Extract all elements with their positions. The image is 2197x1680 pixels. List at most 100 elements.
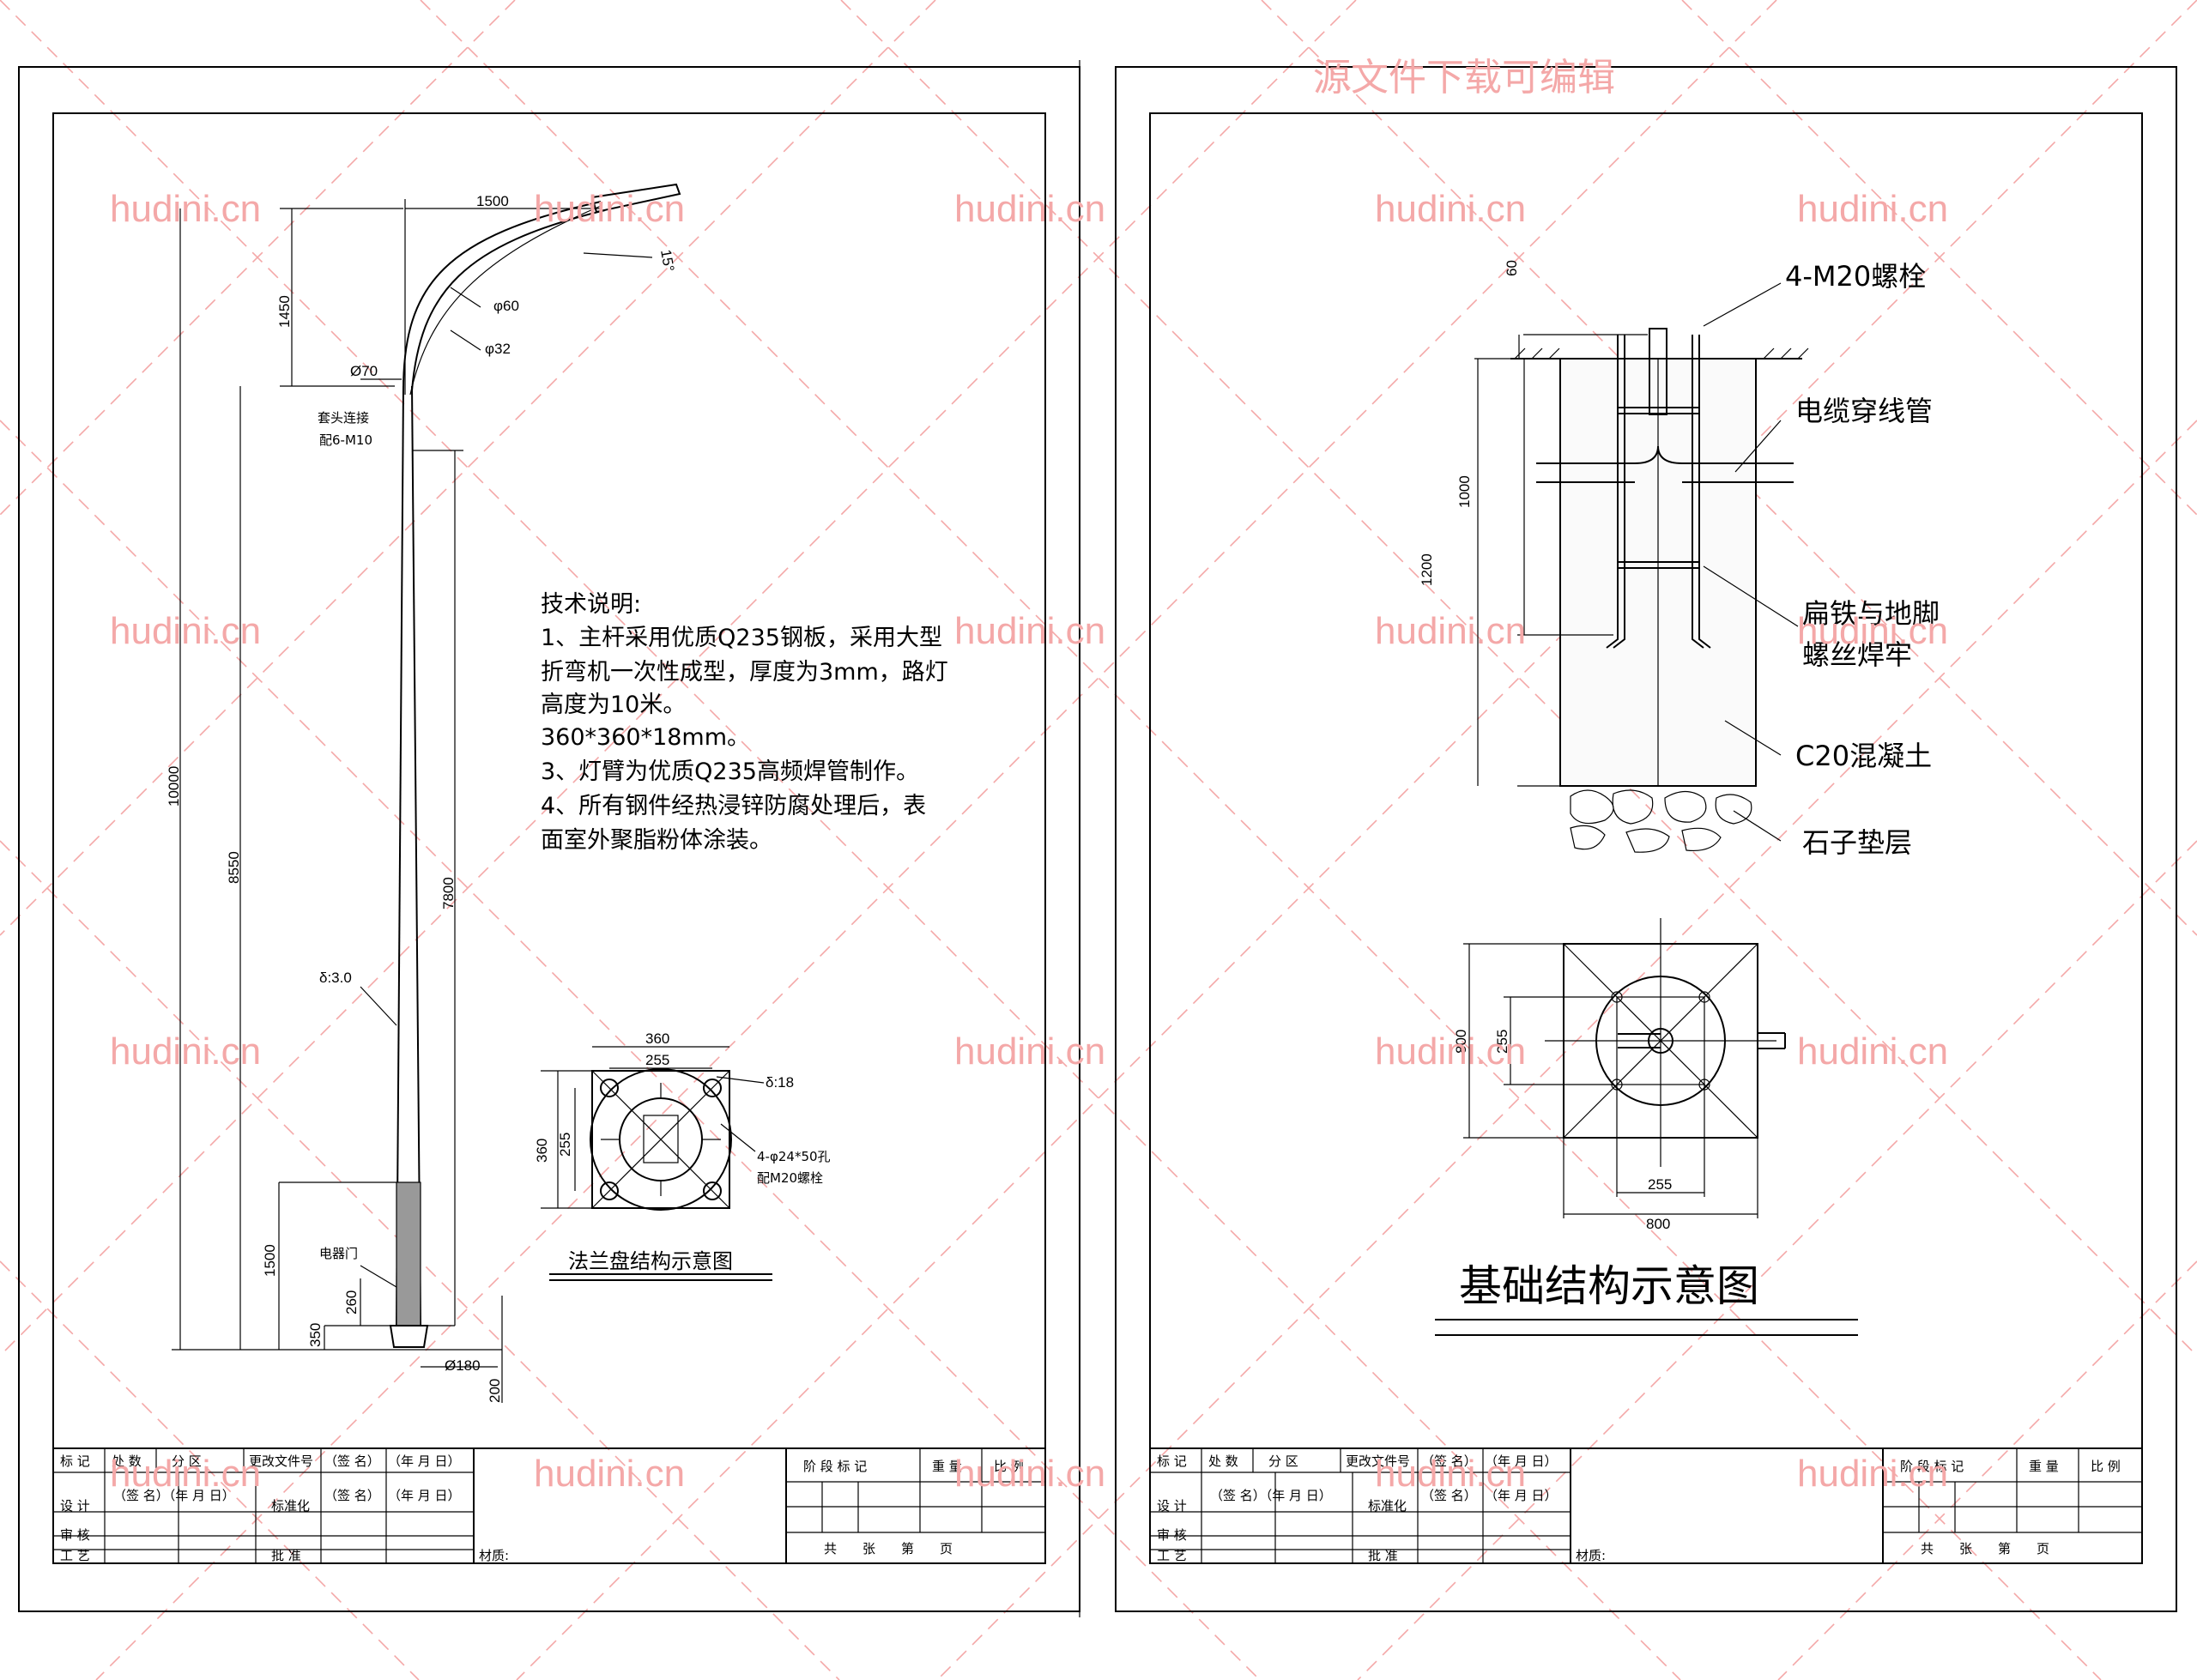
dim-arm-dia-small: φ32	[485, 341, 511, 357]
tb-left-weight: 重 量	[932, 1459, 962, 1474]
watermark: hudini.cn	[110, 610, 261, 652]
title-block-left: 标 记 处 数 分 区 更改文件号 （签 名） （年 月 日） 设 计 （签 名…	[52, 1447, 1046, 1564]
label-bolts: 4-M20螺栓	[1785, 260, 1926, 293]
right-inner-frame	[1149, 112, 2143, 1564]
dim-arm-dia-top: φ60	[493, 298, 519, 314]
notes-line-6: 4、所有钢件经热浸锌防腐处理后，表	[541, 793, 926, 819]
tb-right-zone: 分 区	[1268, 1453, 1298, 1469]
tb-right-std-date: （年 月 日）	[1485, 1488, 1558, 1503]
flange-dim-360-top: 360	[645, 1030, 669, 1047]
watermark: hudini.cn	[110, 1030, 261, 1073]
label-gravel: 石子垫层	[1802, 826, 1912, 859]
label-sleeve-2: 配6-M10	[319, 432, 372, 448]
watermark-texts: 源文件下载可编辑 hudini.cn hudini.cn hudini.cn h…	[110, 57, 1948, 1495]
tb-right-date: （年 月 日）	[1485, 1453, 1558, 1469]
fdim-800-bottom: 800	[1646, 1216, 1670, 1232]
fdim-255-side: 255	[1494, 1030, 1510, 1054]
tb-left-change: 更改文件号	[249, 1453, 313, 1469]
flange-dim-255-top: 255	[645, 1052, 669, 1068]
lamp-head	[590, 183, 681, 214]
fdim-1000: 1000	[1456, 475, 1473, 508]
technical-notes: 技术说明: 1、主杆采用优质Q235钢板，采用大型 折弯机一次性成型，厚度为3m…	[541, 591, 948, 854]
tb-right-scale: 比 例	[2091, 1459, 2121, 1474]
fdim-1200: 1200	[1419, 553, 1435, 586]
watermark: hudini.cn	[1375, 188, 1526, 230]
dim-350: 350	[307, 1323, 324, 1347]
label-weld-1: 扁铁与地脚	[1802, 597, 1940, 630]
watermark: hudini.cn	[1375, 1030, 1526, 1073]
tb-left-zone: 分 区	[172, 1453, 202, 1469]
tb-left-material: 材质:	[479, 1548, 509, 1563]
dim-door-height: 1500	[262, 1244, 278, 1277]
tb-right-stage: 阶 段 标 记	[1900, 1459, 1964, 1474]
notes-line-2: 折弯机一次性成型，厚度为3mm，路灯	[541, 659, 948, 686]
fdim-60: 60	[1504, 260, 1520, 276]
flange-holes-2: 配M20螺栓	[757, 1170, 823, 1186]
tb-left-scale: 比 例	[994, 1459, 1024, 1474]
dim-arm-reach: 1500	[476, 193, 509, 209]
dim-angle: 15°	[657, 248, 677, 273]
foundation-texts: 60 1000 1200 800 255 255 800 4-M20螺栓 电缆穿…	[1419, 260, 1940, 1336]
fdim-255-bottom: 255	[1648, 1176, 1672, 1193]
notes-line-4: 360*360*18mm。	[541, 724, 750, 751]
notes-title: 技术说明:	[541, 591, 641, 618]
right-outer-frame	[1115, 66, 2177, 1612]
tb-left-sheets: 共 张 第 页	[824, 1541, 953, 1556]
foundation-title: 基础结构示意图	[1459, 1261, 1759, 1311]
watermark: hudini.cn	[954, 1030, 1105, 1073]
tb-right-sheets: 共 张 第 页	[1921, 1541, 2049, 1556]
tb-left-stage: 阶 段 标 记	[803, 1459, 867, 1474]
label-wall-thickness: δ:3.0	[319, 970, 352, 986]
tb-left-review: 审 核	[60, 1527, 90, 1543]
watermark: hudini.cn	[110, 188, 261, 230]
tb-right-count: 处 数	[1208, 1453, 1238, 1469]
watermark: hudini.cn	[954, 1453, 1105, 1495]
watermark: hudini.cn	[1797, 610, 1948, 652]
tb-left-count: 处 数	[112, 1453, 142, 1469]
watermark: hudini.cn	[1797, 1030, 1948, 1073]
tb-left-design-sign: （签 名）（年 月 日）	[113, 1488, 235, 1503]
dim-base-dia: Ø180	[445, 1357, 481, 1374]
flange-plate-drawing: 360 255 δ:18 360 255 4-φ24*50孔 配M20螺栓 法兰…	[534, 1030, 831, 1281]
label-sleeve-1: 套头连接	[318, 410, 369, 426]
banner-text: 源文件下载可编辑	[1313, 57, 1615, 99]
notes-line-7: 面室外聚脂粉体涂装。	[541, 827, 772, 854]
tb-right-weight: 重 量	[2029, 1459, 2059, 1474]
pole-base-section	[396, 1181, 421, 1326]
flange-dim-255-side: 255	[557, 1133, 573, 1157]
tb-right-sign: （签 名）	[1421, 1453, 1477, 1469]
tb-right-approve: 批 准	[1368, 1548, 1398, 1563]
tb-left-date: （年 月 日）	[388, 1453, 461, 1469]
lamp-pole-drawing	[172, 183, 681, 1403]
pole-base-plate	[389, 1325, 429, 1348]
tb-right-design: 设 计	[1157, 1498, 1187, 1514]
flange-dim-360-side: 360	[534, 1139, 550, 1163]
tb-left-std-sign: （签 名）	[324, 1488, 380, 1503]
dim-total-height: 10000	[166, 766, 182, 807]
foundation-plan-drawing	[1463, 918, 1786, 1218]
tb-left-approve: 批 准	[271, 1548, 301, 1563]
tb-left-std-date: （年 月 日）	[388, 1488, 461, 1503]
dim-200: 200	[487, 1379, 503, 1403]
label-concrete: C20混凝土	[1795, 740, 1932, 772]
tb-left-design: 设 计	[60, 1498, 90, 1514]
tb-right-change: 更改文件号	[1346, 1453, 1410, 1469]
tb-right-mark: 标 记	[1157, 1453, 1187, 1469]
tb-right-review: 审 核	[1157, 1527, 1187, 1543]
tb-right-design-sign: （签 名）（年 月 日）	[1210, 1488, 1332, 1503]
foundation-section-drawing	[1474, 282, 1809, 853]
tb-right-std-sign: （签 名）	[1421, 1488, 1477, 1503]
label-weld-2: 螺丝焊牢	[1802, 638, 1912, 671]
dim-top-dia: Ø70	[350, 363, 378, 379]
title-block-right: 标 记 处 数 分 区 更改文件号 （签 名） （年 月 日） 设 计 （签 名…	[1149, 1447, 2143, 1564]
label-door: 电器门	[319, 1246, 358, 1261]
notes-line-5: 3、灯臂为优质Q235高频焊管制作。	[541, 758, 919, 785]
tb-right-std: 标准化	[1368, 1498, 1407, 1514]
tb-left-mark: 标 记	[60, 1453, 90, 1469]
label-cable: 电缆穿线管	[1795, 395, 1933, 427]
dim-260: 260	[343, 1290, 360, 1314]
watermark: hudini.cn	[1797, 1453, 1948, 1495]
dim-7800: 7800	[440, 877, 457, 909]
watermark: hudini.cn	[954, 610, 1105, 652]
flange-holes-1: 4-φ24*50孔	[757, 1149, 831, 1164]
